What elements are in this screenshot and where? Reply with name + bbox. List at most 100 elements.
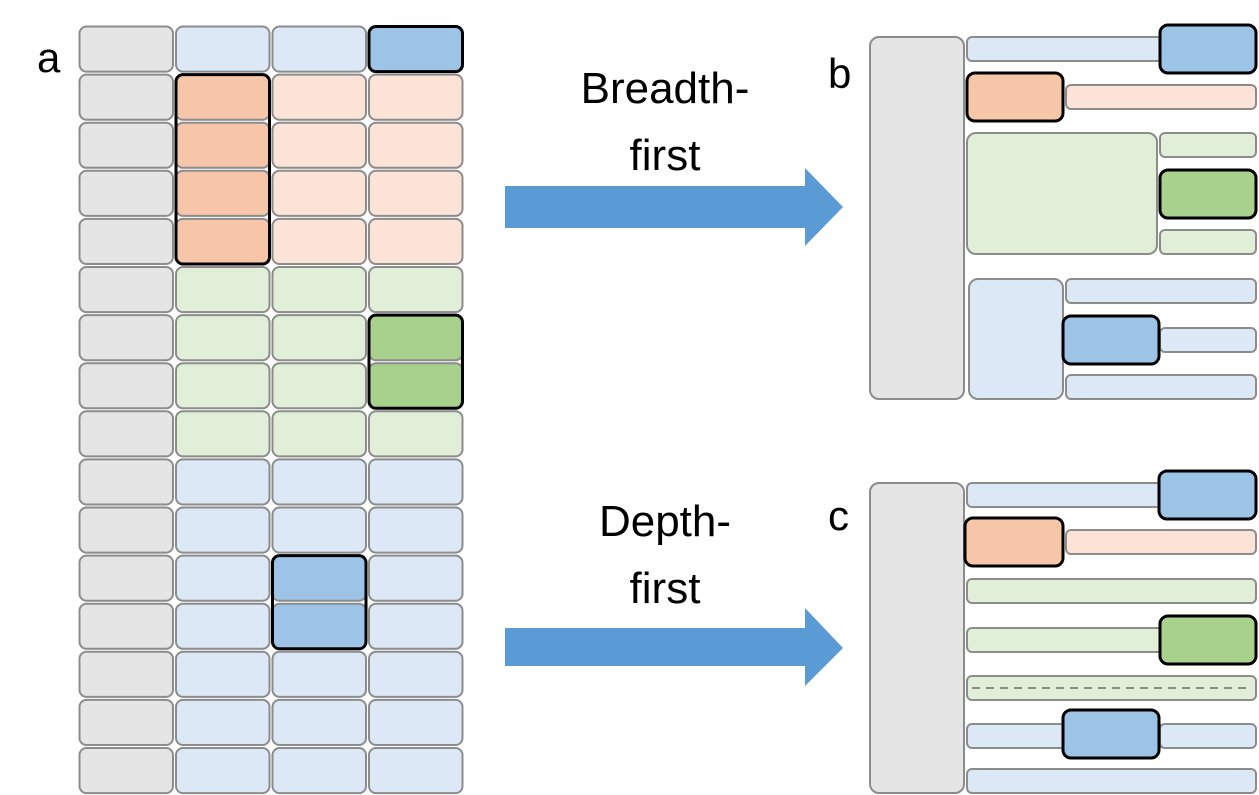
grid-cell-r0-c0 xyxy=(78,25,174,73)
grid-cell-r9-c3 xyxy=(368,458,464,506)
grid-cell-r13-c3 xyxy=(368,650,464,698)
grid-cell-r15-c1 xyxy=(175,747,271,795)
grid-cell-r13-c0 xyxy=(78,650,174,698)
c-green-bar-1 xyxy=(966,578,1257,604)
grid-cell-r8-c3 xyxy=(368,410,464,458)
grid-cell-r5-c0 xyxy=(78,266,174,314)
breadth-first-label-line2: first xyxy=(630,131,701,180)
grid-cell-r4-c2 xyxy=(271,217,367,265)
grid-cell-r8-c2 xyxy=(271,410,367,458)
b-green-bar-2 xyxy=(1159,229,1257,255)
grid-cell-r13-c2 xyxy=(271,650,367,698)
grid-cell-r3-c1 xyxy=(175,169,271,217)
grid-cell-r1-c0 xyxy=(78,73,174,121)
depth-first-label-line2: first xyxy=(630,564,701,613)
grid-cell-r12-c2 xyxy=(271,602,367,650)
grid-cell-r6-c3 xyxy=(368,314,464,362)
breadth-first-label-line1: Breadth- xyxy=(581,64,750,113)
grid-cell-r7-c2 xyxy=(271,362,367,410)
grid-cell-r1-c2 xyxy=(271,73,367,121)
b-top-highlight xyxy=(1158,23,1258,75)
grid-cell-r14-c3 xyxy=(368,698,464,747)
grid-cell-r4-c0 xyxy=(78,217,174,265)
b-blue-group xyxy=(968,278,1064,400)
b-blue-highlight xyxy=(1061,314,1161,366)
c-root-node xyxy=(869,482,965,794)
b-top-bar xyxy=(966,36,1164,62)
b-green-bar-1 xyxy=(1159,132,1257,158)
b-blue-bar-2 xyxy=(1159,327,1257,353)
grid-cell-r10-c1 xyxy=(175,506,271,554)
panel-a-label: a xyxy=(37,34,61,81)
grid-cell-r3-c0 xyxy=(78,169,174,217)
grid-cell-r2-c3 xyxy=(368,121,464,169)
c-top-bar xyxy=(966,482,1164,508)
grid-cell-r1-c1 xyxy=(175,73,271,121)
grid-cell-r15-c2 xyxy=(271,747,367,795)
c-green-highlight xyxy=(1158,614,1258,666)
grid-cell-r3-c2 xyxy=(271,169,367,217)
panel-b-breadth-first-layout xyxy=(869,23,1258,400)
grid-cell-r10-c2 xyxy=(271,506,367,554)
grid-cell-r7-c0 xyxy=(78,362,174,410)
depth-first-label-line1: Depth- xyxy=(599,497,731,546)
grid-cell-r4-c1 xyxy=(175,217,271,265)
grid-cell-r1-c3 xyxy=(368,73,464,121)
grid-cell-r9-c0 xyxy=(78,458,174,506)
grid-cell-r14-c2 xyxy=(271,698,367,747)
grid-cell-r11-c2 xyxy=(271,554,367,602)
grid-cell-r2-c1 xyxy=(175,121,271,169)
grid-cell-r9-c1 xyxy=(175,458,271,506)
grid-cell-r14-c1 xyxy=(175,698,271,747)
a-highlight-orange xyxy=(174,73,271,266)
c-blue-bar-2 xyxy=(1159,723,1257,749)
c-green-bar-2 xyxy=(966,627,1164,653)
b-green-highlight xyxy=(1158,168,1258,220)
grid-cell-r9-c2 xyxy=(271,458,367,506)
b-blue-bar-3 xyxy=(1065,374,1257,400)
b-root-node xyxy=(869,36,965,400)
grid-cell-r12-c0 xyxy=(78,602,174,650)
grid-cell-r6-c0 xyxy=(78,314,174,362)
c-orange-highlight xyxy=(963,516,1065,568)
panel-a-highlights xyxy=(174,25,464,651)
panel-a-grid xyxy=(78,25,464,795)
b-blue-bar-1 xyxy=(1065,278,1257,304)
panel-b-label: b xyxy=(828,50,851,97)
grid-cell-r0-c2 xyxy=(271,25,367,73)
grid-cell-r15-c3 xyxy=(368,747,464,795)
panel-c-depth-first-layout xyxy=(869,469,1258,794)
b-orange-bar xyxy=(1065,84,1257,110)
grid-cell-r7-c3 xyxy=(368,362,464,410)
grid-cell-r13-c1 xyxy=(175,650,271,698)
grid-cell-r0-c3 xyxy=(368,25,464,73)
c-blue-bar-3 xyxy=(966,768,1257,794)
grid-cell-r4-c3 xyxy=(368,217,464,265)
breadth-first-arrow xyxy=(505,168,843,246)
grid-cell-r11-c1 xyxy=(175,554,271,602)
grid-cell-r14-c0 xyxy=(78,698,174,747)
grid-cell-r0-c1 xyxy=(175,25,271,73)
c-blue-highlight xyxy=(1061,708,1161,760)
a-highlight-green xyxy=(367,313,464,410)
grid-cell-r7-c1 xyxy=(175,362,271,410)
grid-cell-r8-c1 xyxy=(175,410,271,458)
grid-cell-r3-c3 xyxy=(368,169,464,217)
grid-cell-r12-c1 xyxy=(175,602,271,650)
grid-cell-r5-c3 xyxy=(368,266,464,314)
grid-cell-r10-c3 xyxy=(368,506,464,554)
b-orange-highlight xyxy=(965,71,1065,123)
grid-cell-r8-c0 xyxy=(78,410,174,458)
grid-cell-r11-c3 xyxy=(368,554,464,602)
grid-cell-r10-c0 xyxy=(78,506,174,554)
grid-cell-r6-c2 xyxy=(271,314,367,362)
grid-cell-r5-c2 xyxy=(271,266,367,314)
grid-cell-r11-c0 xyxy=(78,554,174,602)
grid-cell-r15-c0 xyxy=(78,747,174,795)
c-green-bar-3 xyxy=(966,675,1257,701)
grid-cell-r5-c1 xyxy=(175,266,271,314)
c-top-highlight xyxy=(1157,469,1258,521)
depth-first-arrow xyxy=(505,608,843,686)
grid-cell-r6-c1 xyxy=(175,314,271,362)
